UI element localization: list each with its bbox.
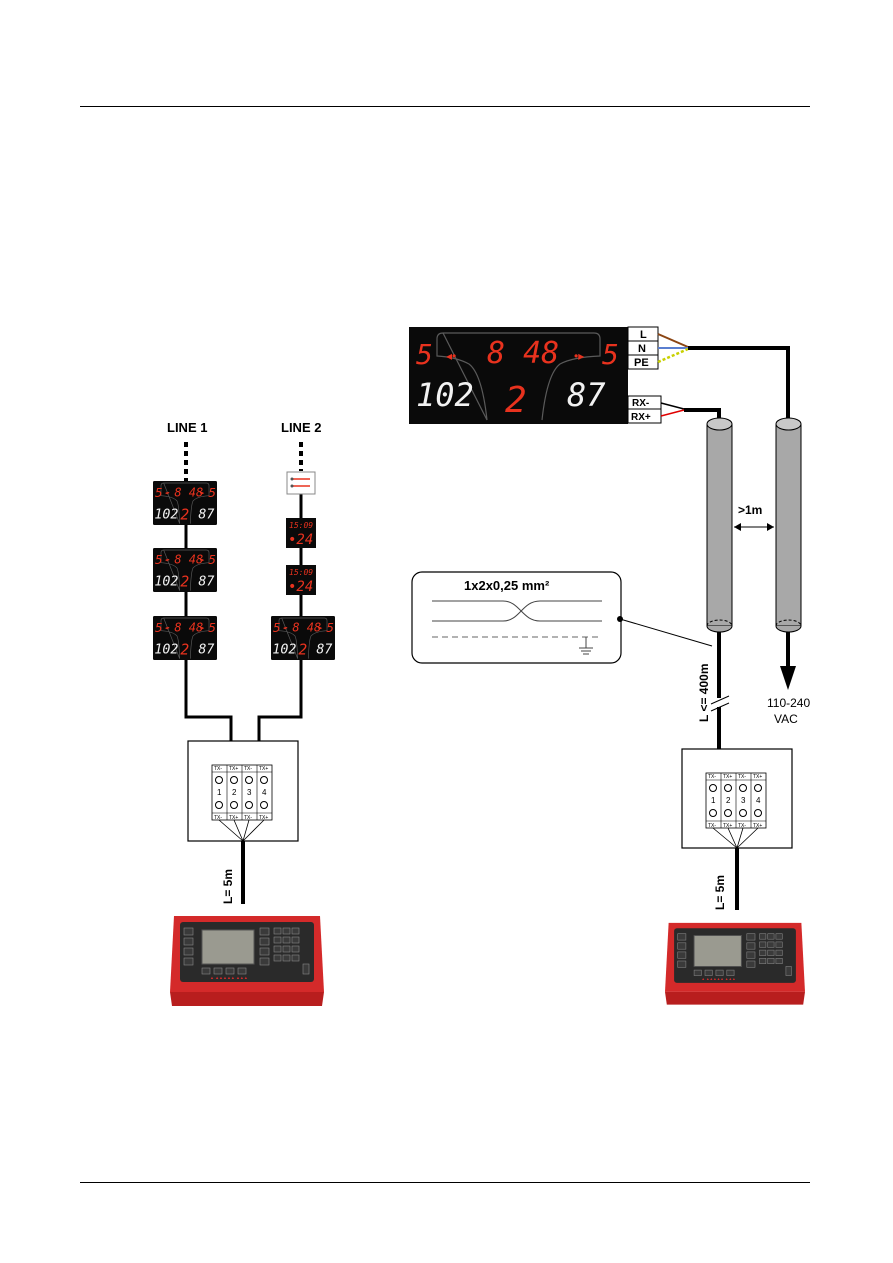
line1-label: LINE 1 xyxy=(167,420,207,435)
junction-box-left: TX- TX+ TX- TX+ 1 2 3 4 TX- TX+ TX- TX+ xyxy=(187,740,299,842)
svg-text:3: 3 xyxy=(741,796,746,805)
power-conduit xyxy=(775,417,802,633)
svg-text:TX+: TX+ xyxy=(259,766,268,772)
voltage-label-2: VAC xyxy=(774,712,798,726)
svg-text:TX+: TX+ xyxy=(723,774,732,780)
svg-text:TX-: TX- xyxy=(214,815,222,821)
svg-text:TX-: TX- xyxy=(708,823,716,829)
svg-text:5: 5 xyxy=(602,338,619,371)
terminal-l: L xyxy=(640,329,647,341)
control-console-left xyxy=(170,915,324,1007)
power-wires xyxy=(657,333,790,422)
terminal-rx-minus: RX- xyxy=(632,398,649,409)
separation-label: >1m xyxy=(738,503,762,517)
power-arrow xyxy=(780,666,796,690)
svg-text:TX+: TX+ xyxy=(259,815,268,821)
svg-text:TX+: TX+ xyxy=(753,823,762,829)
svg-text:TX-: TX- xyxy=(214,766,222,772)
svg-text:•▸: •▸ xyxy=(574,349,584,363)
svg-text:TX+: TX+ xyxy=(229,766,238,772)
data-wires xyxy=(660,402,721,422)
svg-text:8 48: 8 48 xyxy=(487,336,559,371)
svg-text:TX+: TX+ xyxy=(229,815,238,821)
cable-break-1 xyxy=(710,695,730,705)
short-cable-length-right: L= 5m xyxy=(713,875,727,910)
separation-dimension: >1m xyxy=(734,503,774,531)
short-cable-length-left: L= 5m xyxy=(221,869,235,904)
svg-text:TX-: TX- xyxy=(244,815,252,821)
scoreboard-line1-c xyxy=(152,616,218,660)
svg-text:87: 87 xyxy=(567,376,606,414)
footer-rule xyxy=(80,1182,810,1183)
svg-text:5: 5 xyxy=(416,338,433,371)
svg-text:1: 1 xyxy=(217,788,222,797)
terminal-pe: PE xyxy=(634,357,649,369)
shot-clock-a xyxy=(286,518,316,548)
svg-text:4: 4 xyxy=(262,788,267,797)
control-console-right xyxy=(665,922,805,1006)
svg-text:102: 102 xyxy=(416,376,474,414)
svg-text:◂•: ◂• xyxy=(446,349,456,363)
power-terminal-block: L N PE xyxy=(627,326,659,370)
junction-box-right: TX- TX+ TX- TX+ 1 2 3 4 TX- TX+ TX- TX+ xyxy=(681,748,793,849)
svg-text:2: 2 xyxy=(232,788,237,797)
main-scoreboard: 5 ◂• 8 48 •▸ 5 102 2 87 xyxy=(409,327,628,424)
terminal-rx-plus: RX+ xyxy=(631,412,651,423)
cable-spec-callout: 1x2x0,25 mm² xyxy=(411,571,713,664)
line2-label: LINE 2 xyxy=(281,420,321,435)
scoreboard-line2 xyxy=(270,616,336,660)
scoreboard-line1-b xyxy=(152,548,218,592)
voltage-label-1: 110-240 xyxy=(767,696,810,710)
cable-spec-label: 1x2x0,25 mm² xyxy=(464,578,550,593)
svg-text:4: 4 xyxy=(756,796,761,805)
svg-text:TX+: TX+ xyxy=(753,774,762,780)
svg-text:TX+: TX+ xyxy=(723,823,732,829)
svg-text:2: 2 xyxy=(726,796,731,805)
svg-text:3: 3 xyxy=(247,788,252,797)
converter-module xyxy=(286,471,316,495)
header-rule xyxy=(80,106,810,107)
terminal-n: N xyxy=(638,343,646,355)
svg-text:TX-: TX- xyxy=(738,823,746,829)
svg-text:TX-: TX- xyxy=(708,774,716,780)
scoreboard-line1-a xyxy=(152,481,218,525)
svg-text:TX-: TX- xyxy=(244,766,252,772)
svg-text:2: 2 xyxy=(505,380,527,421)
shot-clock-b xyxy=(286,565,316,595)
data-terminal-block: RX- RX+ xyxy=(627,395,662,424)
data-conduit xyxy=(706,417,733,633)
long-cable-length: L <= 400m xyxy=(697,664,711,723)
svg-text:1: 1 xyxy=(711,796,716,805)
svg-text:TX-: TX- xyxy=(738,774,746,780)
